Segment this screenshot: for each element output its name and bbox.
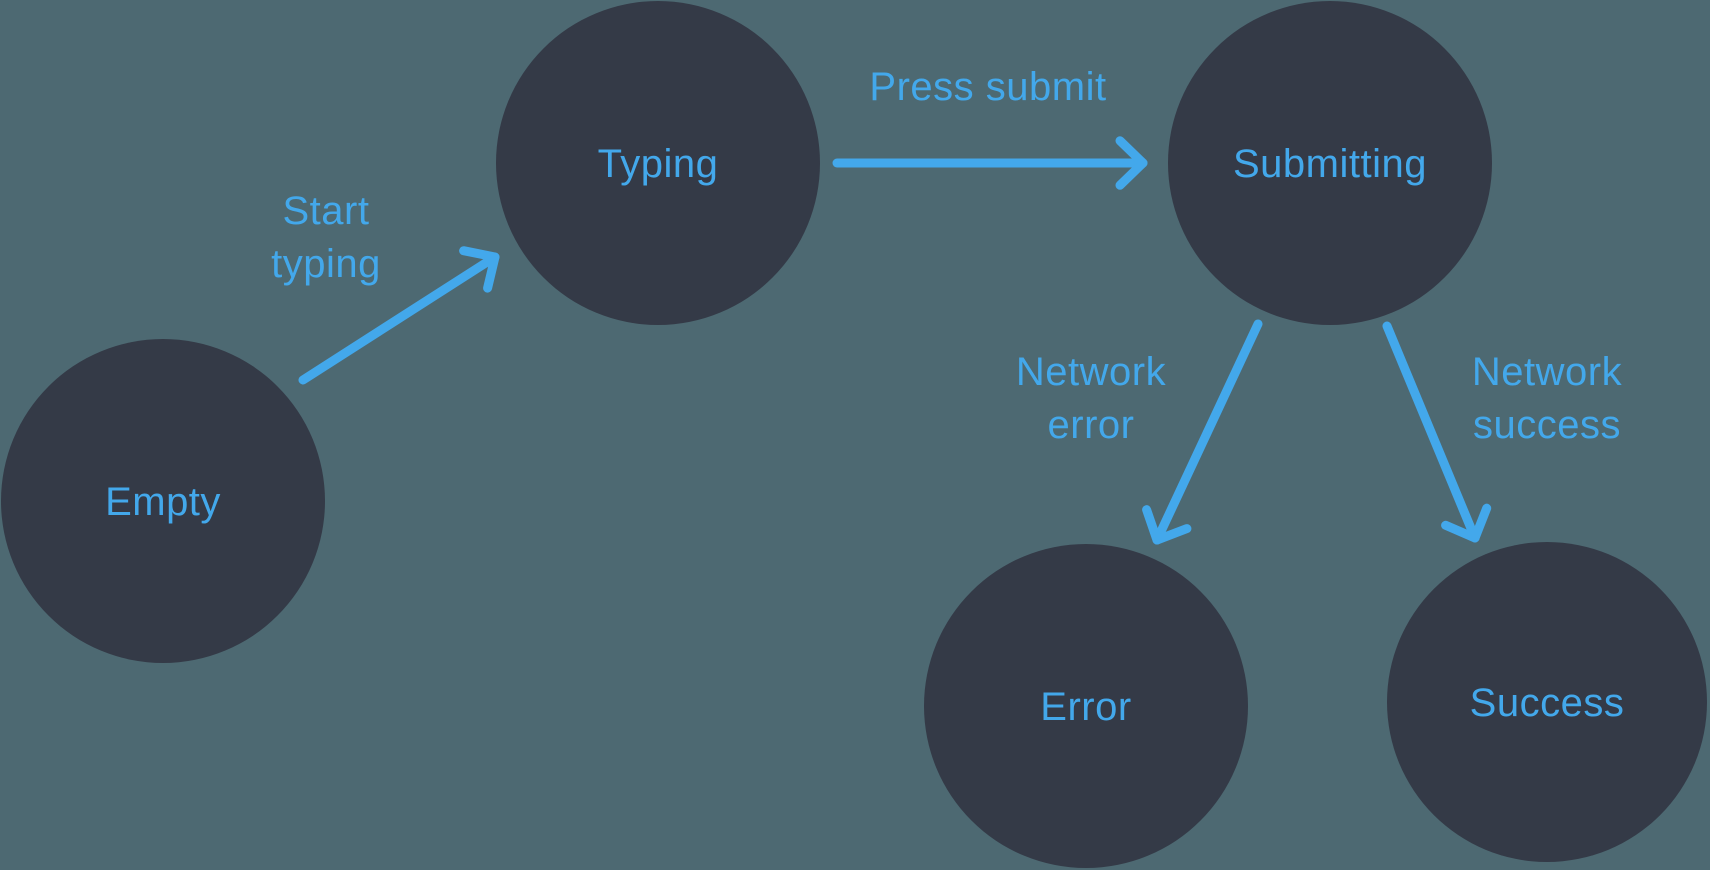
state-node-error: Error — [924, 544, 1248, 868]
transition-arrowhead-icon — [1142, 505, 1192, 545]
state-node-typing: Typing — [496, 1, 820, 325]
transition-press-submit: Press submit — [832, 65, 1148, 190]
transition-label: Press submit — [869, 65, 1106, 109]
state-node-empty: Empty — [1, 339, 325, 663]
state-circle-error — [924, 544, 1248, 868]
state-label-typing: Typing — [598, 142, 719, 186]
transition-arrow-shaft — [1152, 319, 1263, 545]
state-circle-empty — [1, 339, 325, 663]
state-label-empty: Empty — [105, 480, 221, 524]
state-node-success: Success — [1387, 542, 1707, 862]
state-circle-typing — [496, 1, 820, 325]
transition-arrowhead-icon — [1441, 503, 1492, 543]
transition-arrowhead-icon — [459, 246, 500, 293]
transition-arrow-shaft — [1382, 321, 1480, 543]
transition-arrow-shaft — [298, 252, 500, 385]
state-circle-success — [1387, 542, 1707, 862]
state-label-error: Error — [1040, 685, 1131, 729]
transition-arrowhead-icon — [1115, 136, 1148, 190]
state-label-submitting: Submitting — [1233, 142, 1427, 186]
state-circle-submitting — [1168, 1, 1492, 325]
state-node-submitting: Submitting — [1168, 1, 1492, 325]
state-label-success: Success — [1470, 681, 1625, 725]
